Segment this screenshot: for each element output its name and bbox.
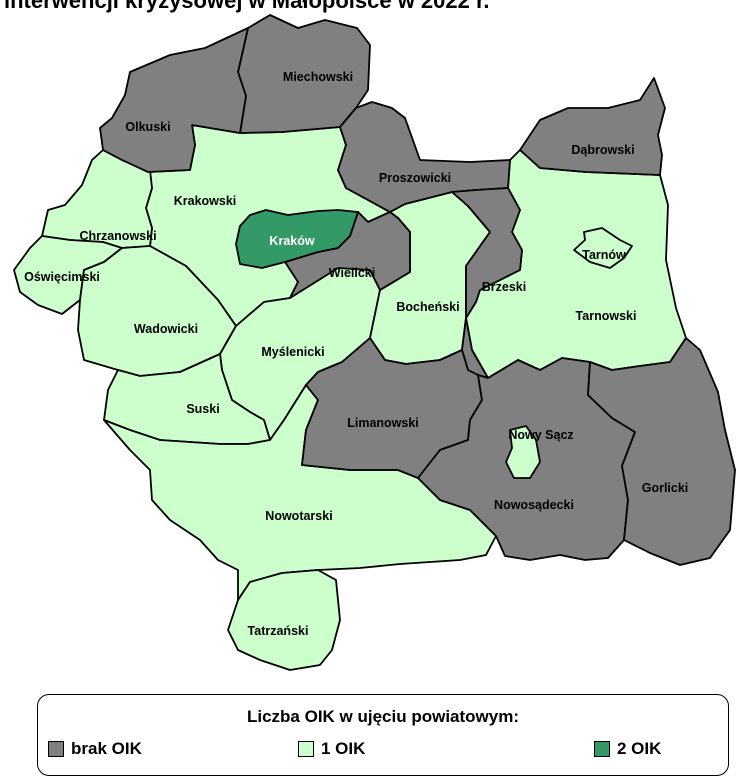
label-nowosadecki: Nowosądecki <box>494 498 574 512</box>
label-tarnowski: Tarnowski <box>576 309 637 323</box>
region-tatrzanski[interactable] <box>227 569 341 671</box>
label-suski: Suski <box>186 402 219 416</box>
label-wadowicki: Wadowicki <box>134 322 198 336</box>
label-brzeski: Brzeski <box>482 280 526 294</box>
legend-label-brak: brak OIK <box>71 739 142 758</box>
region-olkuski[interactable] <box>99 27 249 173</box>
legend-title: Liczba OIK w ujęciu powiatowym: <box>246 707 520 726</box>
map-title: interwencji kryzysowej w Małopolsce w 20… <box>4 0 490 13</box>
label-tarnow: Tarnów <box>582 248 626 262</box>
label-bochenski: Bocheński <box>396 300 459 314</box>
legend-item-brak: brak OIK <box>48 739 142 759</box>
label-nowotarski: Nowotarski <box>265 509 332 523</box>
legend: Liczba OIK w ujęciu powiatowym: brak OIK… <box>37 694 729 776</box>
legend-item-one: 1 OIK <box>298 739 365 759</box>
legend-swatch-two <box>594 741 610 757</box>
region-gorlicki[interactable] <box>587 337 736 566</box>
region-krakow[interactable] <box>235 209 359 269</box>
region-nowy-sacz[interactable] <box>505 425 541 479</box>
region-brzeski[interactable] <box>451 187 523 379</box>
label-gorlicki: Gorlicki <box>642 481 689 495</box>
label-tatrzanski: Tatrzański <box>248 624 309 638</box>
label-oswiecimski: Oświęcimski <box>24 270 100 284</box>
label-olkuski: Olkuski <box>125 120 170 134</box>
legend-swatch-one <box>298 741 314 757</box>
label-myslenicki: Myślenicki <box>261 345 324 359</box>
label-dabrowski: Dąbrowski <box>571 143 634 157</box>
legend-label-one: 1 OIK <box>321 739 366 758</box>
label-wielicki: Wielicki <box>329 266 375 280</box>
label-limanowski: Limanowski <box>347 416 419 430</box>
label-miechowski: Miechowski <box>283 70 353 84</box>
malopolska-map: Miechowski Olkuski Proszowicki Dąbrowski… <box>13 14 736 671</box>
label-chrzanowski: Chrzanowski <box>79 229 156 243</box>
label-krakow: Kraków <box>269 234 314 248</box>
label-nowy-sacz: Nowy Sącz <box>508 428 573 442</box>
label-proszowicki: Proszowicki <box>379 171 451 185</box>
region-dabrowski[interactable] <box>519 77 666 176</box>
legend-label-two: 2 OIK <box>617 739 662 758</box>
legend-swatch-brak <box>48 741 64 757</box>
label-krakowski: Krakowski <box>174 194 237 208</box>
legend-item-two: 2 OIK <box>594 739 661 759</box>
region-tarnow[interactable] <box>573 227 633 269</box>
